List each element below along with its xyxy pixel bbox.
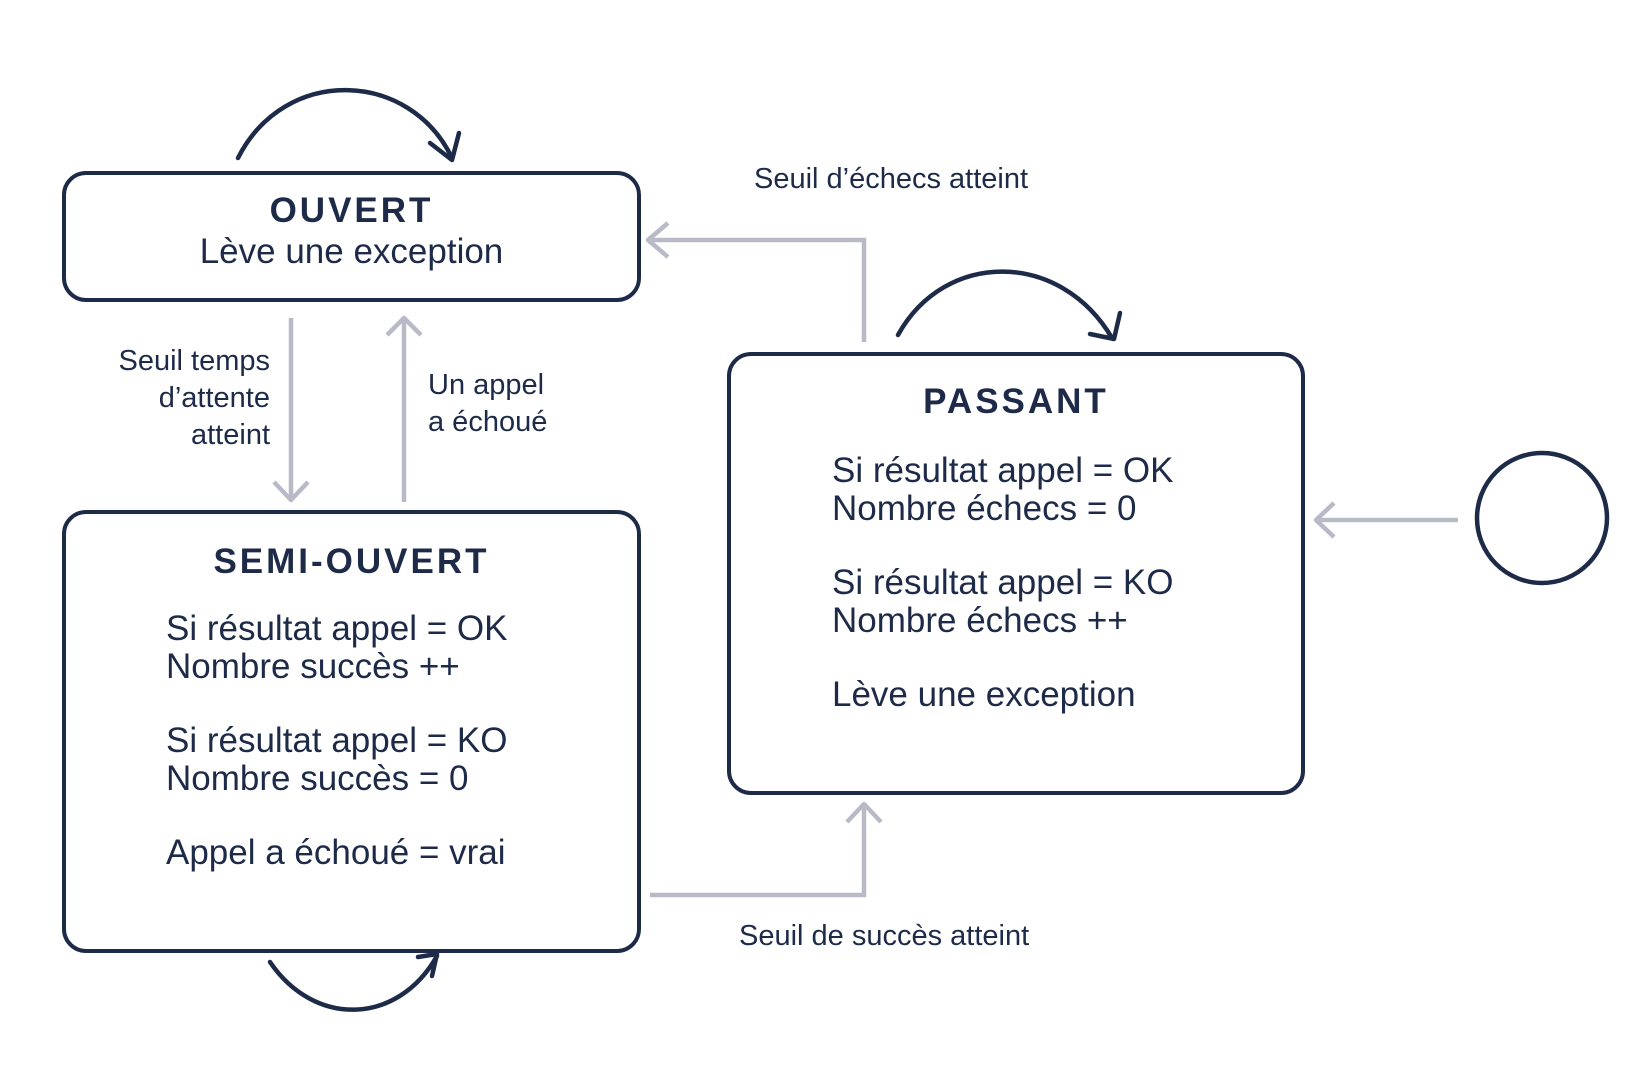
label-semi-to-ouvert-line: a échoué xyxy=(428,406,548,438)
ouvert-self-loop-arrow xyxy=(235,87,455,161)
passant-to-ouvert-arrow xyxy=(650,237,867,342)
state-passant: PASSANT Si résultat appel = OK Nombre éc… xyxy=(727,352,1305,795)
passant-line: Nombre échecs ++ xyxy=(832,601,1128,640)
passant-to-ouvert-arrowhead xyxy=(645,221,670,259)
label-ouvert-to-semi-line: Seuil temps xyxy=(118,345,270,377)
state-semi-ouvert: SEMI-OUVERT Si résultat appel = OK Nombr… xyxy=(62,510,641,953)
state-passant-title: PASSANT xyxy=(923,382,1109,421)
ouvert-self-loop-arrowhead xyxy=(427,130,462,163)
semi-to-passant-arrowhead xyxy=(845,801,883,824)
label-semi-to-passant: Seuil de succès atteint xyxy=(739,920,1030,952)
label-semi-to-ouvert: Un appel a échoué xyxy=(428,367,547,441)
passant-line: Nombre échecs = 0 xyxy=(832,489,1137,528)
semi-ouvert-self-loop-arrowhead xyxy=(415,951,440,979)
label-ouvert-to-semi-line: atteint xyxy=(191,419,270,451)
state-ouvert: OUVERT Lève une exception xyxy=(62,171,641,302)
state-semi-ouvert-body: Si résultat appel = OK Nombre succès ++ … xyxy=(166,610,637,872)
semi-ouvert-line: Si résultat appel = KO xyxy=(166,721,508,760)
passant-line: Si résultat appel = KO xyxy=(832,563,1174,602)
ouvert-to-semi-arrowhead xyxy=(272,480,310,503)
state-ouvert-subtitle: Lève une exception xyxy=(199,232,504,271)
initial-state-circle xyxy=(1474,450,1610,586)
label-passant-to-ouvert: Seuil d’échecs atteint xyxy=(754,163,1029,195)
semi-ouvert-line: Nombre succès = 0 xyxy=(166,759,469,798)
semi-to-passant-arrow xyxy=(650,805,867,898)
passant-self-loop-arrow xyxy=(895,269,1115,341)
passant-line: Lève une exception xyxy=(832,675,1136,714)
label-semi-to-ouvert-line: Un appel xyxy=(428,369,545,401)
state-ouvert-title: OUVERT xyxy=(269,191,434,230)
initial-to-passant-arrowhead xyxy=(1313,501,1336,539)
semi-ouvert-line: Si résultat appel = OK xyxy=(166,609,508,648)
label-ouvert-to-semi-line: d’attente xyxy=(158,382,270,414)
semi-ouvert-line: Nombre succès ++ xyxy=(166,647,460,686)
passant-self-loop-arrowhead xyxy=(1087,310,1123,342)
semi-to-ouvert-arrowhead xyxy=(385,315,423,337)
state-passant-body: Si résultat appel = OK Nombre échecs = 0… xyxy=(832,452,1301,714)
semi-ouvert-line: Appel a échoué = vrai xyxy=(166,833,506,872)
state-semi-ouvert-title: SEMI-OUVERT xyxy=(213,542,490,581)
passant-line: Si résultat appel = OK xyxy=(832,451,1174,490)
label-ouvert-to-semi: Seuil temps d’attente atteint xyxy=(70,343,270,454)
semi-ouvert-self-loop-arrow xyxy=(267,953,440,1012)
